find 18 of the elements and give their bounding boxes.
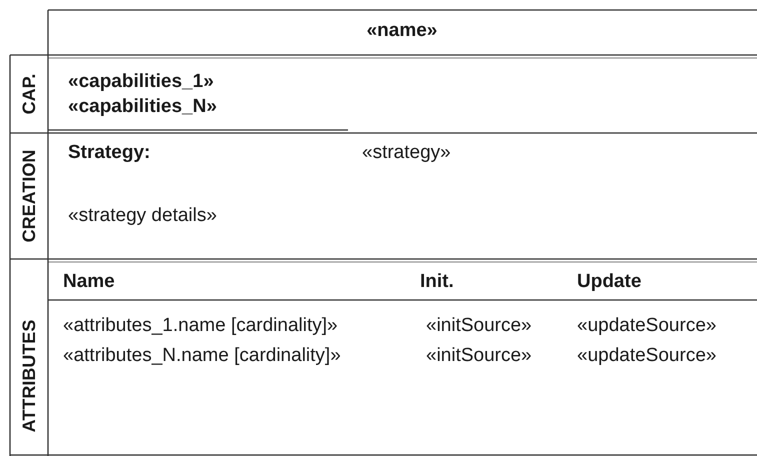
strategy-value: «strategy» xyxy=(362,143,451,163)
section-label: CAP. xyxy=(19,74,39,114)
column-header: Name xyxy=(63,272,115,292)
init-source: «initSource» xyxy=(426,316,532,336)
section-label: ATTRIBUTES xyxy=(19,320,39,432)
capability-name: «capabilities_N» xyxy=(68,97,217,117)
attribute-name: «attributes_N.name [cardinality]» xyxy=(63,346,341,366)
column-header: Init. xyxy=(420,272,454,292)
strategy-label: Strategy: xyxy=(68,143,150,163)
column-header: Update xyxy=(577,272,642,292)
update-source: «updateSource» xyxy=(577,346,716,366)
init-source: «initSource» xyxy=(426,346,532,366)
class-name: «name» xyxy=(366,21,438,41)
update-source: «updateSource» xyxy=(577,316,716,336)
attribute-name: «attributes_1.name [cardinality]» xyxy=(63,316,338,336)
section-label: CREATION xyxy=(19,150,39,242)
strategy-details: «strategy details» xyxy=(68,206,217,226)
capability-name: «capabilities_1» xyxy=(68,72,214,92)
